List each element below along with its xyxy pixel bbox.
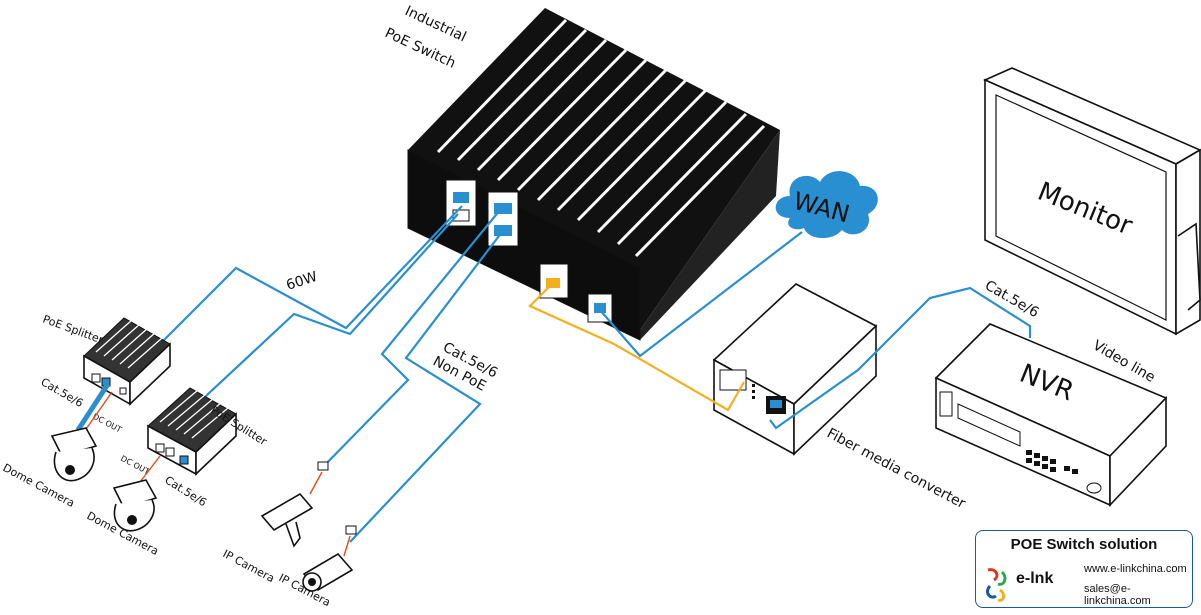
solution-info-card: POE Switch solution e-lnk www.e-linkchin…	[975, 530, 1193, 608]
dome-camera-1	[50, 427, 98, 482]
ethernet-cables	[149, 205, 1032, 543]
industrial-poe-switch: Industrial PoE Switch	[382, 3, 780, 341]
ip-camera-1-label: IP Camera	[221, 547, 277, 585]
nvr: NVR	[934, 323, 1168, 508]
website-text: www.e-linkchina.com	[1084, 563, 1187, 575]
brand-name: e-lnk	[1016, 570, 1054, 587]
cat-splitter-2-label: Cat.5e/6	[162, 474, 208, 510]
switch-ports	[445, 179, 613, 323]
email-text: sales@e-linkchina.com	[1084, 583, 1151, 607]
card-title: POE Switch solution	[1010, 536, 1158, 553]
poe-splitter-1-label: PoE Splitter	[41, 313, 105, 347]
power-60w-label: 60W	[284, 269, 319, 294]
ip-camera-1	[260, 461, 329, 548]
monitor: Monitor	[983, 67, 1201, 336]
poe-splitter-1	[83, 317, 171, 406]
e-link-logo-icon	[986, 568, 1007, 602]
fiber-converter-label: Fiber media converter	[824, 425, 968, 512]
fiber-cable	[528, 283, 745, 412]
cat-splitter-1-label: Cat.5e/6	[39, 375, 86, 410]
wan-cloud: WAN	[775, 171, 878, 239]
dome-camera-2	[112, 479, 158, 532]
fiber-media-converter	[712, 283, 878, 456]
poe-splitter-2	[147, 387, 237, 476]
ip-camera-2	[302, 525, 357, 592]
